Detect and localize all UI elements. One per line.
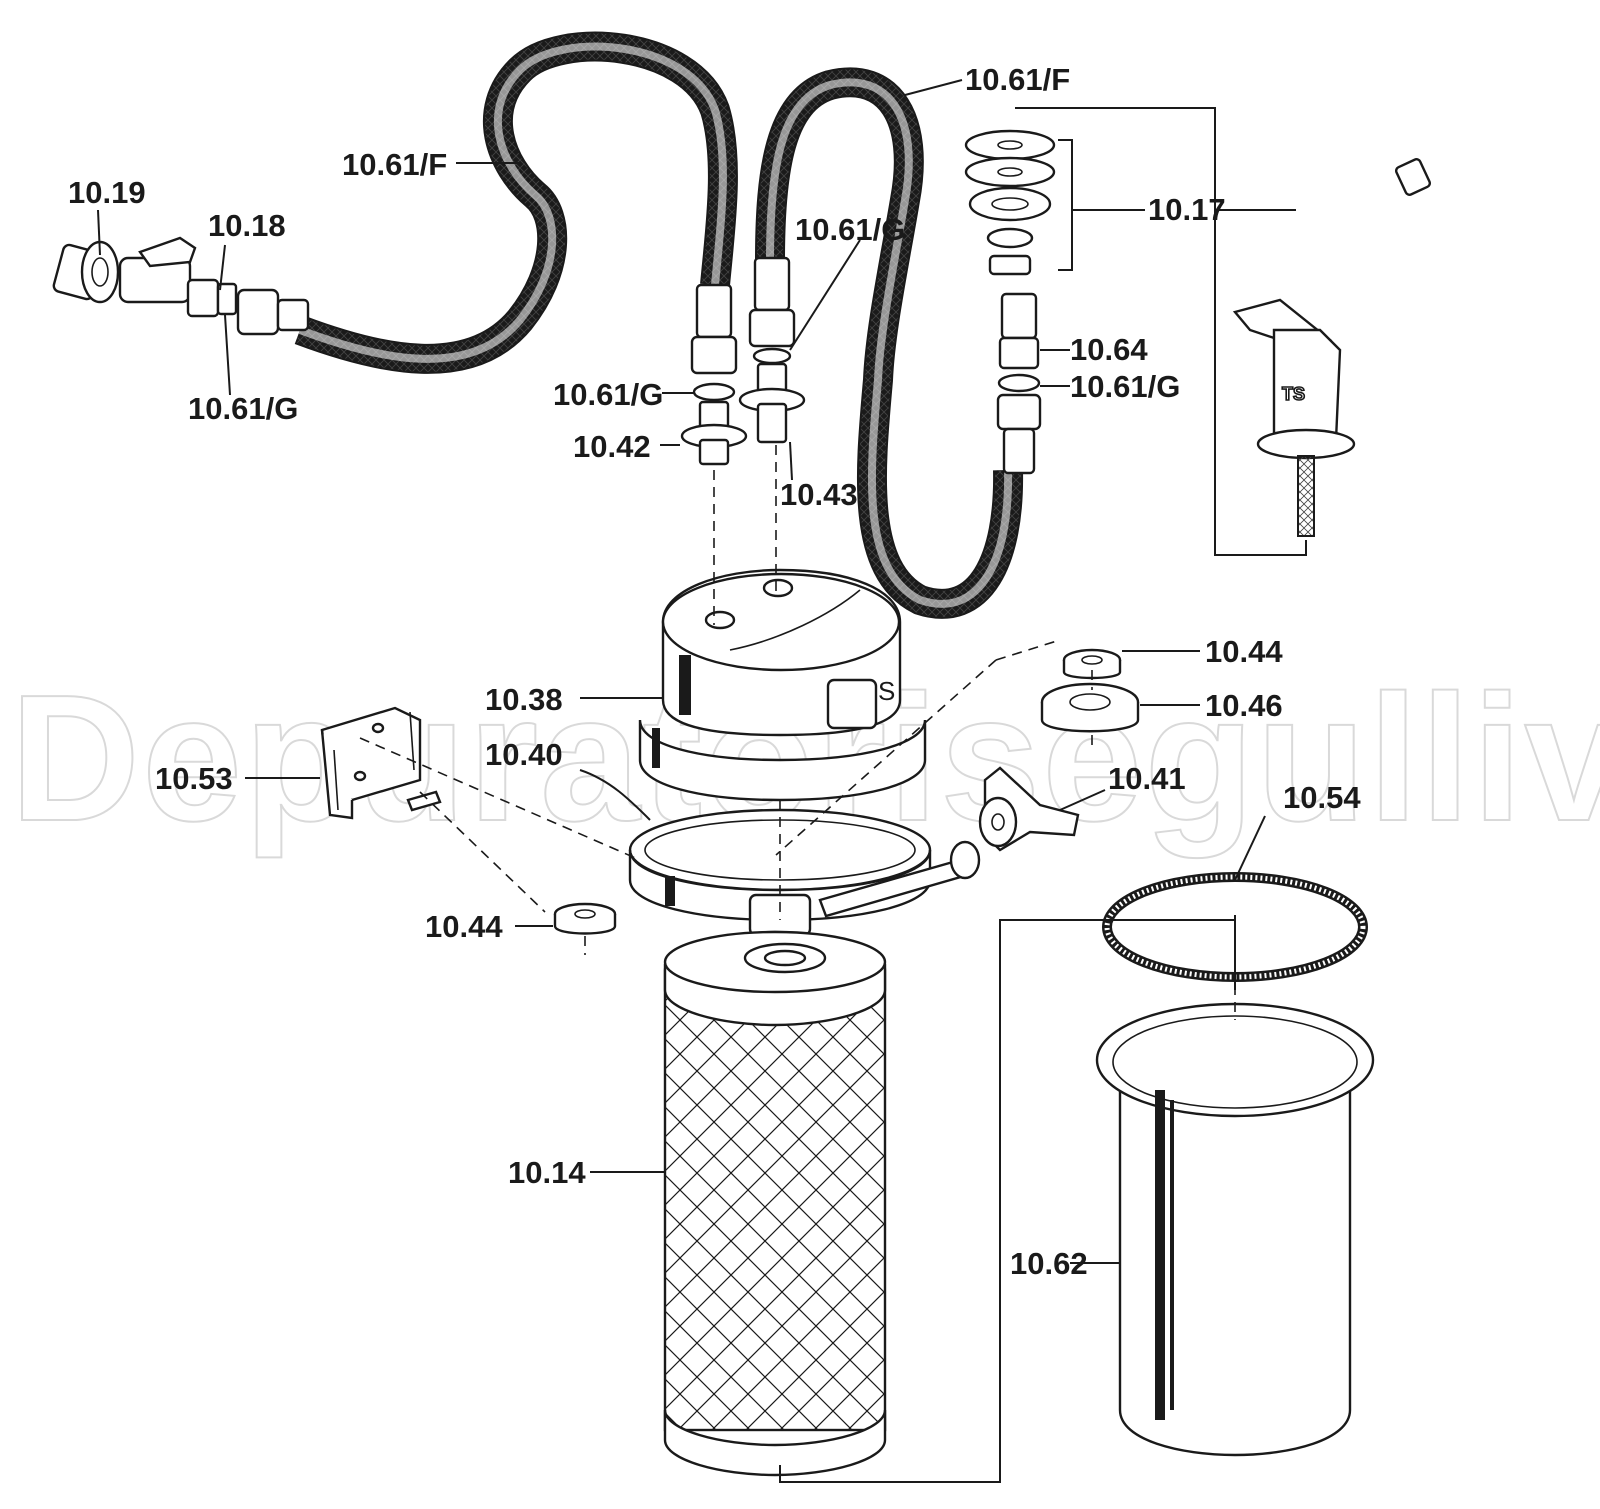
- label-10-61g-fitting: 10.61/G: [553, 377, 663, 412]
- label-10-44-upper: 10.44: [1205, 634, 1283, 669]
- label-10-41: 10.41: [1108, 761, 1186, 796]
- nut-10-44-upper: [1062, 648, 1122, 680]
- fitting-10-42: [680, 283, 748, 466]
- filter-cap: S: [638, 568, 927, 802]
- label-10-14: 10.14: [508, 1155, 586, 1190]
- label-10-53: 10.53: [155, 761, 233, 796]
- cap-logo-text: S: [878, 676, 895, 706]
- alignment-lines: [359, 445, 1236, 1020]
- bracket-10-62: [779, 915, 1236, 1483]
- label-10-43: 10.43: [780, 477, 858, 512]
- bracket-10-17: [1058, 139, 1073, 271]
- label-10-44-lower: 10.44: [425, 909, 503, 944]
- label-10-19: 10.19: [68, 175, 146, 210]
- filter-cartridge: [663, 930, 887, 1477]
- label-10-42: 10.42: [573, 429, 651, 464]
- wing-knob: [978, 766, 1080, 852]
- fitting-10-64: [996, 292, 1042, 475]
- hose-right: [755, 67, 1024, 619]
- washer-stack: [964, 129, 1056, 276]
- wall-bracket: [320, 706, 442, 820]
- label-10-61g-middle: 10.61/G: [795, 212, 905, 247]
- label-10-64: 10.64: [1070, 332, 1148, 367]
- bracket-10-17-outer: [1015, 107, 1307, 556]
- label-10-18: 10.18: [208, 208, 286, 243]
- faucet-logo: TS: [1282, 384, 1305, 404]
- label-10-61f-left: 10.61/F: [342, 147, 447, 182]
- label-10-38: 10.38: [485, 682, 563, 717]
- faucet: TS: [1232, 89, 1432, 537]
- housing-bowl: [1095, 1002, 1375, 1457]
- fitting-10-43: [738, 256, 806, 444]
- label-10-61f-right: 10.61/F: [965, 62, 1070, 97]
- label-10-61g-right: 10.61/G: [1070, 369, 1180, 404]
- ring-10-46: [1040, 682, 1140, 733]
- label-10-61g-left: 10.61/G: [188, 391, 298, 426]
- label-10-40: 10.40: [485, 737, 563, 772]
- valve-assembly: [52, 236, 310, 336]
- label-10-62: 10.62: [1010, 1246, 1088, 1281]
- hose-left: [294, 31, 738, 374]
- label-10-46: 10.46: [1205, 688, 1283, 723]
- leader-lines: [97, 79, 1296, 1264]
- label-10-17: 10.17: [1148, 192, 1226, 227]
- nut-10-44-lower: [553, 902, 617, 935]
- clamp-ring: [628, 808, 981, 937]
- label-10-54: 10.54: [1283, 780, 1361, 815]
